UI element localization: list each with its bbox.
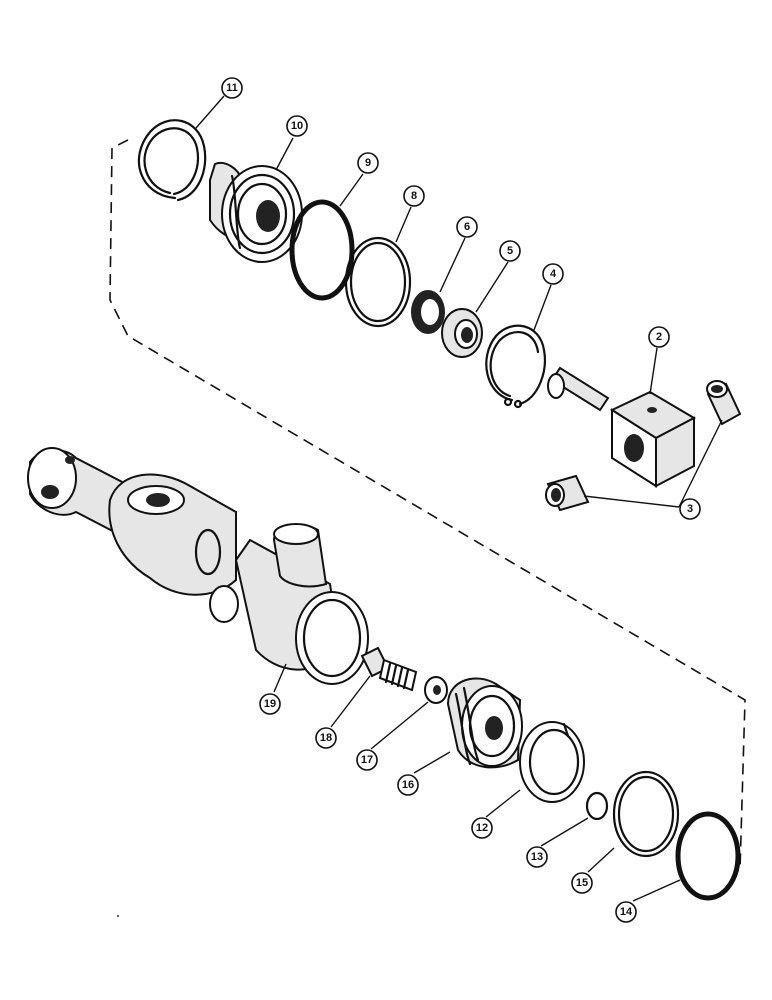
callout-6: 6 xyxy=(456,216,478,238)
callout-12: 12 xyxy=(471,817,493,839)
part-19-cylinder-body xyxy=(27,447,369,685)
callout-19-label: 19 xyxy=(264,698,276,710)
callout-10: 10 xyxy=(286,115,308,137)
callout-16: 16 xyxy=(397,774,419,796)
part-4-retaining-ring xyxy=(485,324,546,409)
callout-17: 17 xyxy=(356,749,378,771)
part-8-backup-ring xyxy=(344,236,412,328)
callout-6-label: 6 xyxy=(464,221,470,233)
part-15-backup-ring xyxy=(612,770,680,858)
part-18-bolt xyxy=(360,646,418,692)
part-13-o-ring xyxy=(585,791,609,821)
callout-17-label: 17 xyxy=(361,754,373,766)
leader-lines xyxy=(195,95,723,902)
part-3-bushing-upper xyxy=(706,380,742,426)
callout-14: 14 xyxy=(615,901,637,923)
part-9-o-ring xyxy=(289,199,355,301)
callout-10-label: 10 xyxy=(291,120,303,132)
part-10-gland xyxy=(209,162,303,263)
callout-12-label: 12 xyxy=(476,822,488,834)
callout-2: 2 xyxy=(648,326,670,348)
callout-18-label: 18 xyxy=(320,732,332,744)
callout-13-label: 13 xyxy=(531,851,543,863)
part-3-bushing-lower xyxy=(545,474,590,512)
callout-13: 13 xyxy=(526,846,548,868)
callout-19: 19 xyxy=(259,693,281,715)
callout-9-label: 9 xyxy=(365,157,371,169)
callout-15-label: 15 xyxy=(576,877,588,889)
callout-9: 9 xyxy=(357,152,379,174)
part-2-pin-block xyxy=(547,366,697,488)
callout-15: 15 xyxy=(571,872,593,894)
callout-3: 3 xyxy=(679,498,701,520)
part-12-wear-ring xyxy=(519,721,585,803)
callout-16-label: 16 xyxy=(402,779,414,791)
part-6-rod-seal xyxy=(411,290,445,334)
callout-8: 8 xyxy=(403,185,425,207)
callout-8-label: 8 xyxy=(411,190,417,202)
part-16-piston xyxy=(446,677,523,769)
callout-5: 5 xyxy=(499,240,521,262)
part-14-o-ring xyxy=(675,811,741,901)
callout-3-label: 3 xyxy=(687,503,693,515)
callout-4-label: 4 xyxy=(550,268,557,280)
stray-dot xyxy=(117,915,119,917)
callout-18: 18 xyxy=(315,727,337,749)
callout-14-label: 14 xyxy=(620,906,633,918)
callout-5-label: 5 xyxy=(507,245,513,257)
callout-11: 11 xyxy=(221,77,243,99)
callout-4: 4 xyxy=(542,263,564,285)
callout-11-label: 11 xyxy=(226,82,238,94)
part-5-wiper xyxy=(441,308,483,358)
part-17-washer xyxy=(424,676,448,704)
callout-2-label: 2 xyxy=(656,331,662,343)
part-11-snap-ring xyxy=(137,119,207,202)
